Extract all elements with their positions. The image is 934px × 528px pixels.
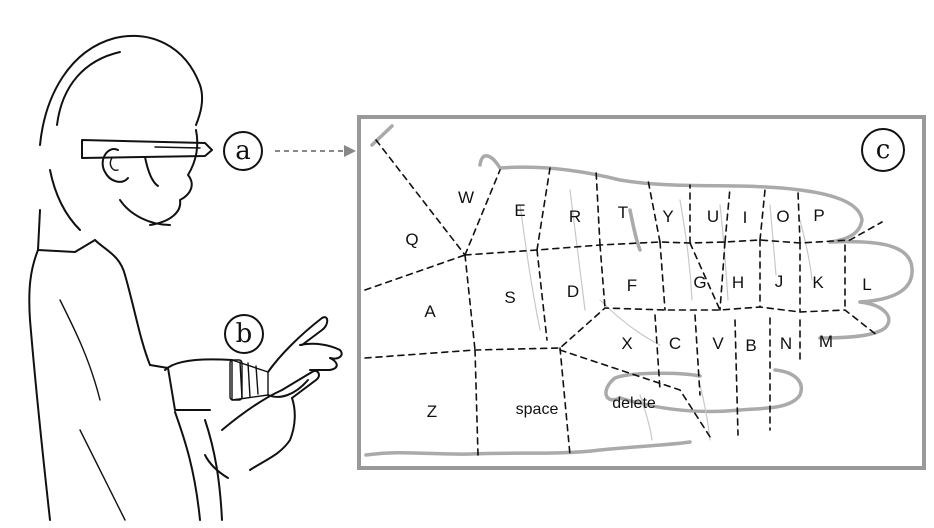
key-y: Y bbox=[662, 207, 673, 226]
key-c: C bbox=[669, 334, 681, 353]
callout-a-label: a bbox=[235, 136, 251, 166]
key-e: E bbox=[514, 201, 525, 220]
key-g: G bbox=[693, 273, 706, 292]
key-s: S bbox=[504, 288, 515, 307]
key-delete: delete bbox=[612, 395, 656, 412]
callout-c: c bbox=[861, 128, 905, 172]
person-illustration bbox=[28, 34, 343, 521]
key-space: space bbox=[516, 401, 559, 418]
callout-b-label: b bbox=[236, 319, 253, 349]
callout-a: a bbox=[223, 131, 263, 171]
wristband-sensor bbox=[229, 359, 243, 401]
smart-glasses bbox=[81, 139, 213, 187]
key-z: Z bbox=[427, 402, 437, 421]
key-q: Q bbox=[405, 230, 418, 249]
key-j: J bbox=[775, 272, 784, 291]
callout-c-label: c bbox=[876, 135, 891, 165]
key-u: U bbox=[707, 207, 719, 226]
key-i: I bbox=[743, 208, 748, 227]
key-labels: Q W E R T Y U I O P A S D F G H J K L Z … bbox=[405, 188, 871, 421]
key-t: T bbox=[618, 203, 628, 222]
key-v: V bbox=[712, 334, 724, 353]
key-n: N bbox=[780, 334, 792, 353]
key-r: R bbox=[569, 207, 581, 226]
key-x: X bbox=[621, 334, 632, 353]
key-o: O bbox=[776, 207, 789, 226]
key-cell-grid bbox=[364, 139, 883, 456]
hand-outline bbox=[364, 124, 914, 457]
key-a: A bbox=[424, 302, 436, 321]
key-p: P bbox=[813, 206, 824, 225]
key-m: M bbox=[819, 332, 833, 351]
panel-frame bbox=[357, 115, 926, 470]
key-l: L bbox=[862, 275, 871, 294]
key-k: K bbox=[812, 273, 824, 292]
keyboard-panel: Q W E R T Y U I O P A S D F G H J K L Z … bbox=[357, 115, 926, 470]
key-b: B bbox=[745, 336, 756, 355]
callout-b: b bbox=[224, 314, 264, 354]
key-d: D bbox=[567, 282, 579, 301]
projection-arrow bbox=[275, 145, 356, 157]
key-w: W bbox=[458, 188, 474, 207]
key-h: H bbox=[732, 273, 744, 292]
key-f: F bbox=[627, 276, 637, 295]
